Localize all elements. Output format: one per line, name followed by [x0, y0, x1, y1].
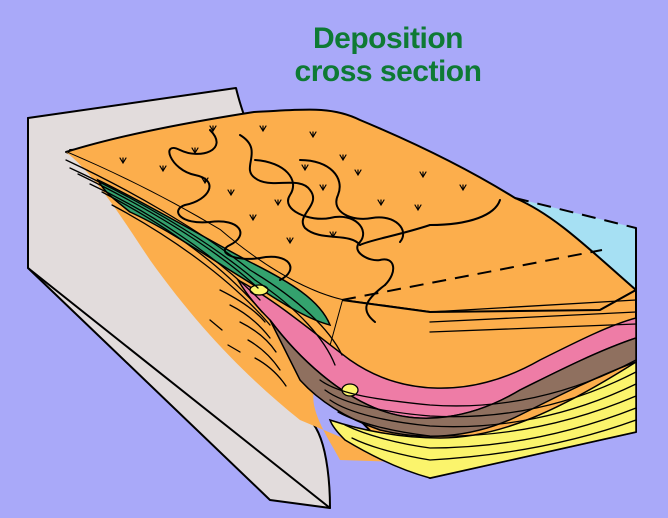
vegetation-mark-icon [339, 154, 347, 162]
vegetation-mark-icon [201, 177, 209, 185]
vegetation-mark-icon [414, 204, 422, 212]
front-layer-lines [429, 299, 637, 333]
vegetation-mark-icon [286, 237, 294, 245]
slide-marks [209, 289, 287, 387]
vegetation-mark-icon [259, 125, 267, 133]
vegetation-mark-icon [309, 131, 317, 139]
vegetation-marks [119, 125, 467, 245]
vegetation-mark-icon [459, 184, 467, 192]
vegetation-mark-icon [249, 214, 257, 222]
vegetation-mark-icon [119, 157, 127, 165]
bedding-lines [65, 159, 637, 461]
sediment-edge-dash [341, 249, 603, 301]
water-edge-dash [514, 197, 637, 229]
title-line-2: cross section [294, 55, 482, 88]
diagram-title: Deposition cross section [268, 22, 508, 88]
vegetation-mark-icon [274, 199, 282, 207]
vegetation-mark-icon [377, 199, 385, 207]
vegetation-mark-icon [159, 165, 167, 173]
vegetation-mark-icon [191, 147, 199, 155]
river-channels [168, 129, 501, 323]
vegetation-mark-icon [209, 125, 217, 133]
vegetation-mark-icon [329, 231, 337, 239]
yellow-layer [328, 360, 637, 479]
vegetation-mark-icon [319, 184, 327, 192]
vegetation-mark-icon [354, 169, 362, 177]
vegetation-mark-icon [301, 164, 309, 172]
title-line-1: Deposition [313, 22, 464, 55]
vegetation-mark-icon [227, 189, 235, 197]
vegetation-mark-icon [419, 171, 427, 179]
